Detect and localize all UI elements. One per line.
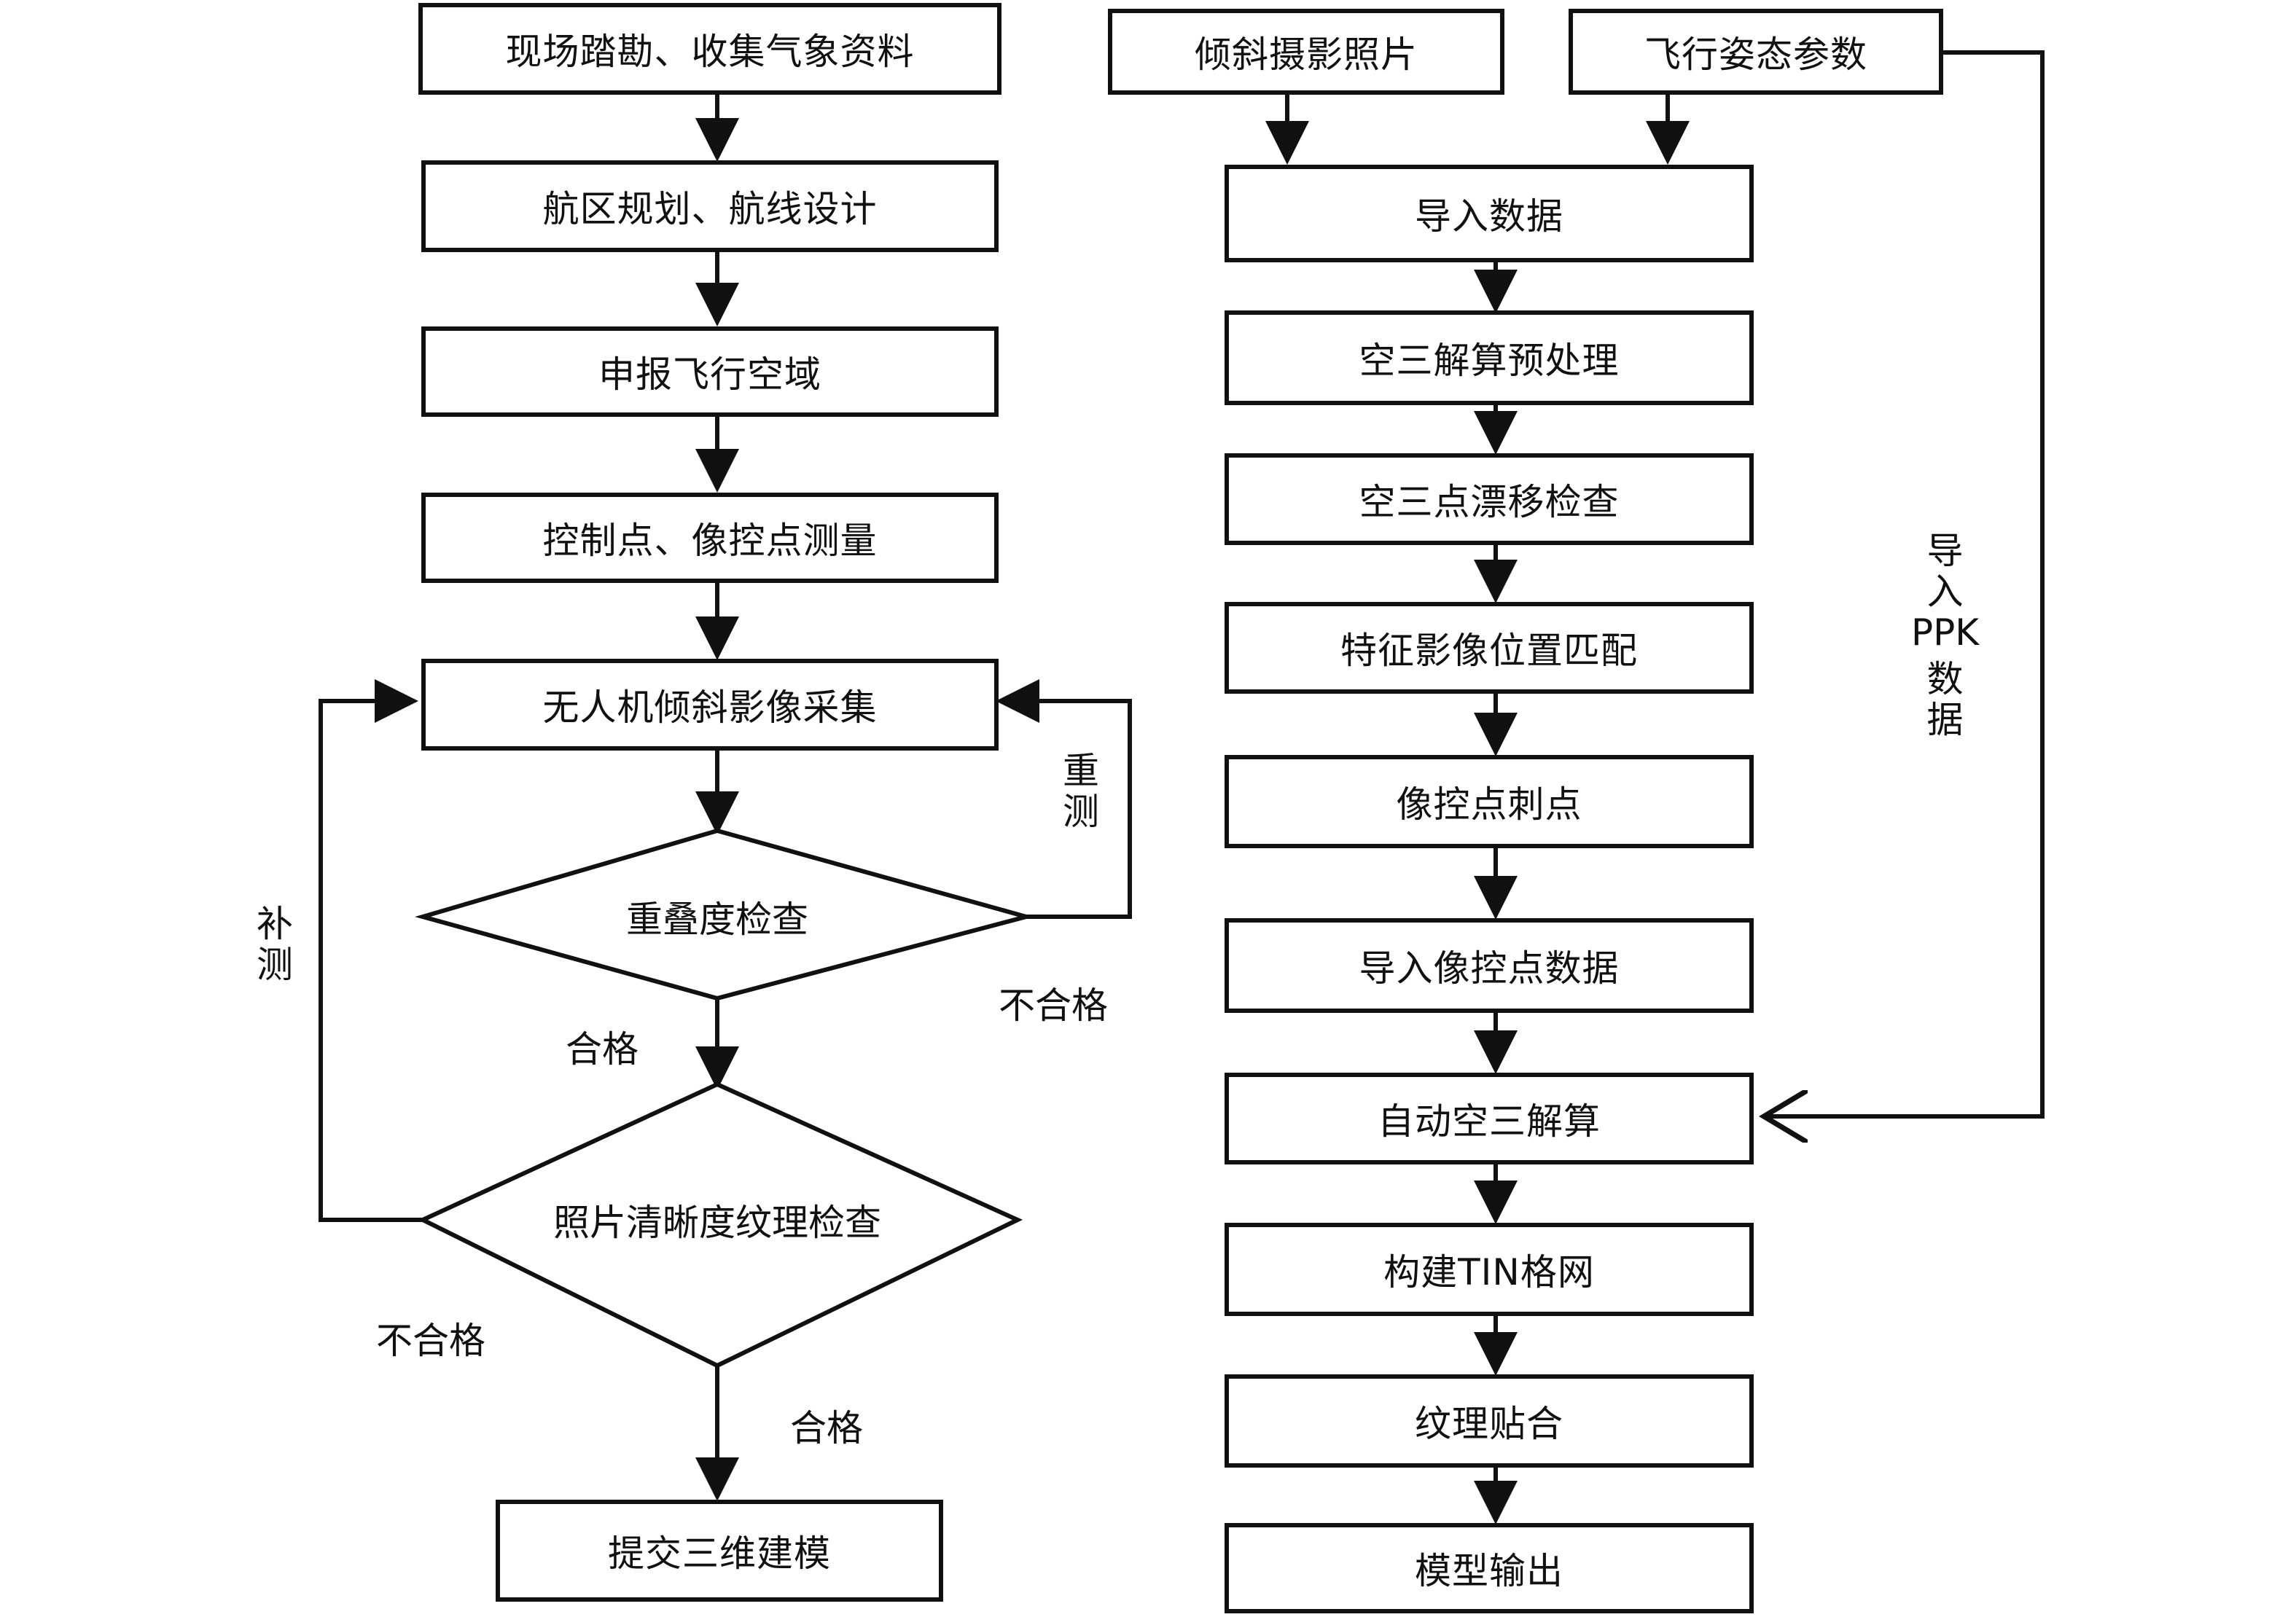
- step-at-preprocess: 空三解算预处理: [1225, 310, 1754, 405]
- step-feature-match: 特征影像位置匹配: [1225, 602, 1754, 694]
- step-model-output: 模型输出: [1225, 1523, 1754, 1613]
- step-site-survey: 现场踏勘、收集气象资料: [418, 3, 1001, 95]
- check1-diamond-shape: [415, 828, 1035, 1001]
- step-gcp-import: 导入像控点数据: [1225, 918, 1754, 1013]
- input-oblique-photos: 倾斜摄影照片: [1108, 9, 1504, 95]
- fail-label-1: 不合格: [999, 984, 1108, 1027]
- check2-label: 照片清晰度纹理检查: [553, 1202, 881, 1244]
- ppk-label: 导 入 PPK 数 据: [1911, 530, 1980, 741]
- step-texture: 纹理贴合: [1225, 1374, 1754, 1468]
- check2-diamond-shape: [418, 1081, 1023, 1369]
- step-airspace-apply: 申报飞行空域: [421, 326, 999, 417]
- step-gcp-prick: 像控点刺点: [1225, 755, 1754, 848]
- check1-label: 重叠度检查: [626, 898, 808, 941]
- step-import-data: 导入数据: [1225, 165, 1754, 262]
- supplement-label: 补 测: [257, 903, 293, 986]
- step-submit-3d: 提交三维建模: [496, 1500, 943, 1602]
- step-auto-at: 自动空三解算: [1225, 1073, 1754, 1164]
- input-flight-pose: 飞行姿态参数: [1569, 9, 1943, 95]
- step-uav-capture: 无人机倾斜影像采集: [421, 659, 999, 751]
- retest-label: 重 测: [1063, 750, 1099, 833]
- step-gcp-survey: 控制点、像控点测量: [421, 493, 999, 583]
- pass-label-2: 合格: [790, 1407, 863, 1449]
- step-build-tin: 构建TIN格网: [1225, 1223, 1754, 1316]
- fail-label-2: 不合格: [376, 1320, 485, 1362]
- step-route-planning: 航区规划、航线设计: [421, 160, 999, 252]
- arrow-retest-loop: [996, 679, 1132, 919]
- pass-label-1: 合格: [566, 1028, 639, 1070]
- arrow-ppk-line: [1764, 50, 2045, 1116]
- step-drift-check: 空三点漂移检查: [1225, 453, 1754, 545]
- arrow-supplement-loop: [319, 679, 423, 1222]
